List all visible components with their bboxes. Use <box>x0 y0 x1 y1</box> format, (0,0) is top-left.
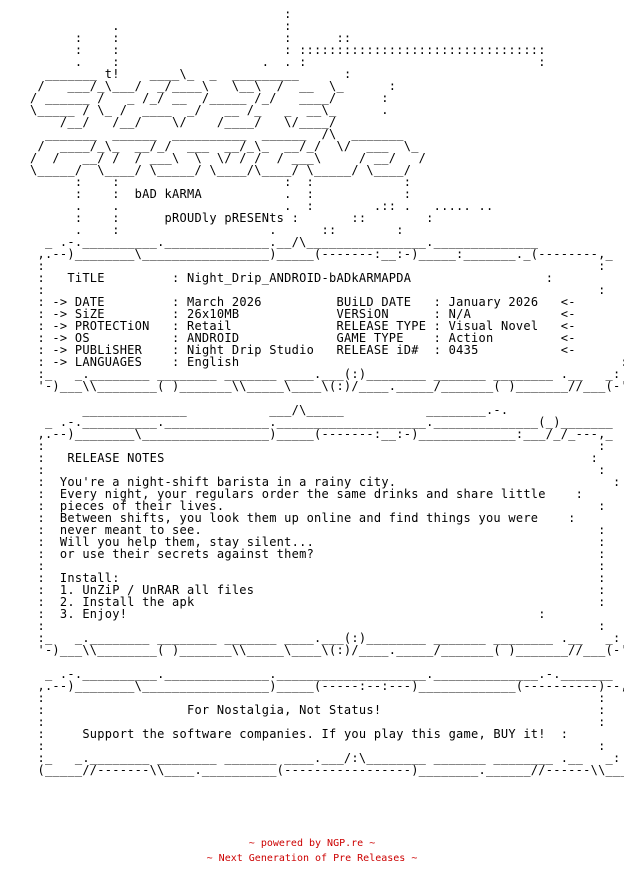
group-name: bAD kARMA <box>134 187 202 201</box>
install-step-3: 3. Enjoy! <box>59 607 128 621</box>
notes-line-7: or use their secrets against them? <box>59 547 315 561</box>
tagline: ~ Next Generation of Pre Releases ~ <box>206 853 418 864</box>
notes-line-2: Every night, your regulars order the sam… <box>59 487 546 501</box>
build-date-label: BUiLD DATE <box>336 295 412 309</box>
notes-line-5: never meant to see. <box>59 523 202 537</box>
install-heading: Install: <box>59 571 120 585</box>
game-type-label: GAME TYPE <box>336 331 404 345</box>
install-step-2: 2. Install the apk <box>59 595 195 609</box>
nfo-text: : . : : : : :: : : : :::::::::::::::::::… <box>30 7 624 777</box>
title-label: TiTLE <box>67 271 105 285</box>
languages-value: English <box>187 355 240 369</box>
notes-line-1: You're a night-shift barista in a rainy … <box>59 475 397 489</box>
publisher-value: Night Drip Studio <box>187 343 315 357</box>
game-type-value: Action <box>448 331 494 345</box>
notes-line-4: Between shifts, you look them up online … <box>59 511 539 525</box>
os-value: ANDROID <box>186 331 240 345</box>
version-label: VERSiON <box>336 307 389 321</box>
proudly-presents: pROUDly pRESENts <box>164 211 285 225</box>
notes-line-6: Will you help them, stay silent... <box>59 535 315 549</box>
build-date-value: January 2026 <box>448 295 539 309</box>
title-value: Night_Drip_ANDROID-bADkARMAPDA <box>186 271 412 285</box>
size-label: SiZE <box>74 307 105 321</box>
os-label: OS <box>74 331 90 345</box>
date-label: DATE <box>74 295 105 309</box>
protection-value: Retail <box>186 319 232 333</box>
size-value: 26x10MB <box>187 307 240 321</box>
languages-label: LANGUAGES <box>74 355 143 369</box>
protection-label: PROTECTiON <box>74 319 150 333</box>
release-type-value: Visual Novel <box>448 319 539 333</box>
version-value: N/A <box>448 307 472 321</box>
date-value: March 2026 <box>187 295 262 309</box>
badge: t! <box>104 67 120 81</box>
powered-by: ~ powered by NGP.re ~ <box>248 838 376 849</box>
release-id-value: 0435 <box>448 343 479 357</box>
notes-line-3: pieces of their lives. <box>59 499 225 513</box>
publisher-label: PUBLiSHER <box>74 343 143 357</box>
closing-support: Support the software companies. If you p… <box>82 727 546 741</box>
notes-heading: RELEASE NOTES <box>67 451 165 465</box>
closing-slogan: For Nostalgia, Not Status! <box>186 703 382 717</box>
install-step-1: 1. UnZiP / UnRAR all files <box>59 583 255 597</box>
release-type-label: RELEASE TYPE <box>336 319 427 333</box>
release-id-label: RELEASE iD# <box>336 343 419 357</box>
